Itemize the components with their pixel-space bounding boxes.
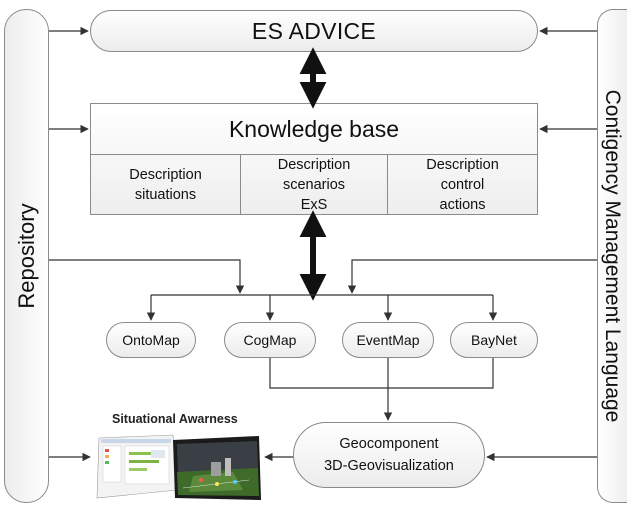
description-scenarios-cell: Description scenarios ExS: [241, 155, 388, 215]
description-control-actions-cell: Description control actions: [426, 157, 499, 213]
knowledge-base-box: Knowledge base Description situations De…: [90, 103, 538, 215]
description-situations-cell: Description situations: [91, 155, 241, 215]
geocomponent-box: Geocomponent 3D-Geovisualization: [293, 422, 485, 488]
baynet-node: BayNet: [450, 322, 538, 358]
cml-to-bus-arrow: [347, 259, 597, 294]
cogmap-baynet-join-line: [269, 358, 494, 389]
cogmap-node: CogMap: [224, 322, 316, 358]
ontomap-label: OntoMap: [122, 332, 180, 348]
eventmap-node: EventMap: [342, 322, 434, 358]
knowledge-base-title: Knowledge base: [91, 104, 537, 155]
cogmap-label: CogMap: [243, 332, 297, 348]
geocomponent-label: Geocomponent 3D-Geovisualization: [324, 436, 454, 474]
eventmap-label: EventMap: [356, 332, 420, 348]
sa-app-window: [96, 434, 178, 499]
sa-3d-view: [173, 436, 261, 500]
es-advice-box: ES ADVICE: [90, 10, 538, 52]
situational-awareness-label: Situational Awarness: [112, 412, 238, 426]
contingency-language-bar: [597, 9, 627, 503]
ontomap-node: OntoMap: [106, 322, 196, 358]
es-advice-label: ES ADVICE: [251, 17, 377, 44]
repo-to-bus-arrow: [49, 259, 245, 294]
repository-bar: [4, 9, 49, 503]
baynet-label: BayNet: [471, 332, 517, 348]
situational-awareness-screenshot: [96, 434, 261, 500]
